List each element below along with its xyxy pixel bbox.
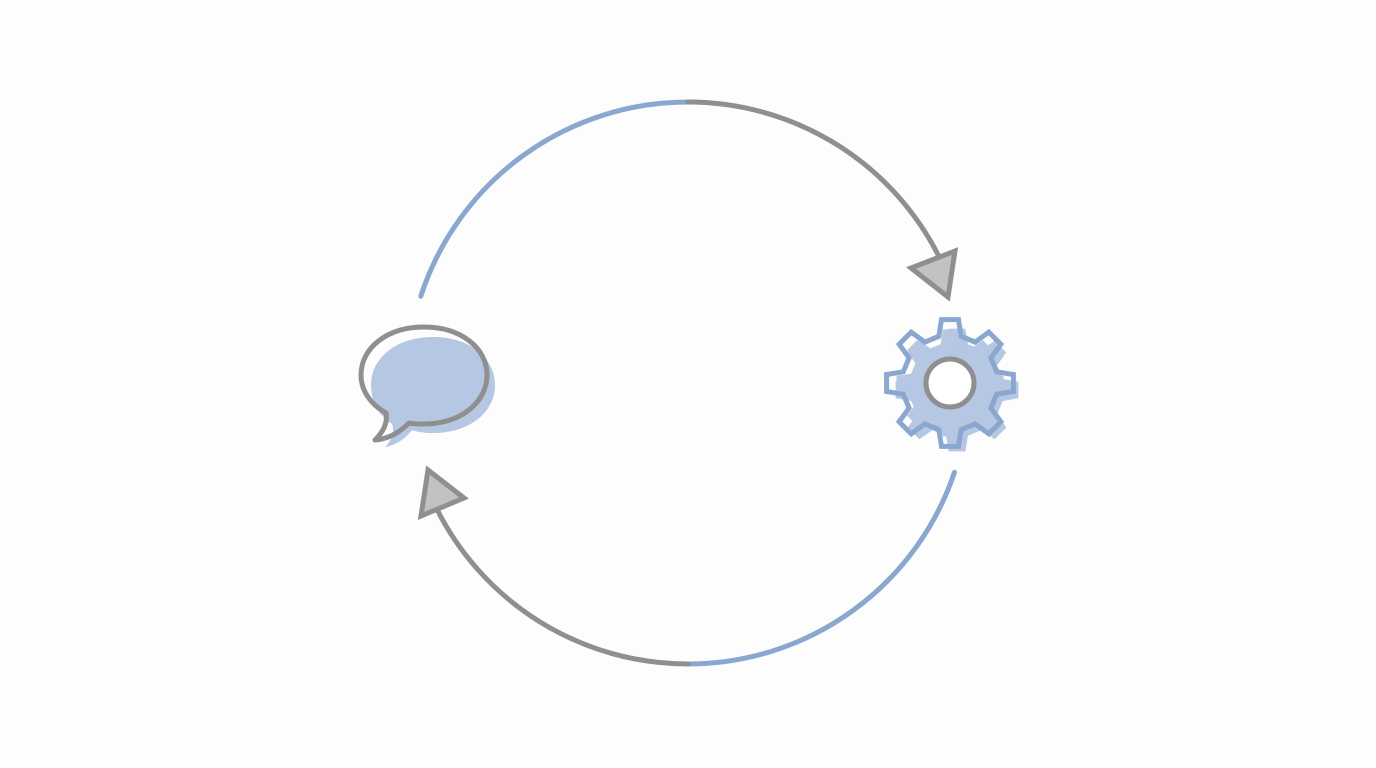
gear-icon	[884, 317, 1019, 452]
speech-bubble-icon	[358, 324, 495, 447]
top-arc-blue-segment	[418, 99, 691, 299]
bottom-arc-arrow	[417, 465, 957, 667]
bottom-arc-blue-segment	[685, 469, 957, 667]
top-arc-gray-segment	[685, 99, 944, 263]
arrowhead-icon	[417, 465, 469, 521]
bottom-arc-gray-segment	[432, 503, 691, 667]
arrowhead-icon	[905, 247, 959, 302]
top-arc-arrow	[418, 99, 959, 302]
